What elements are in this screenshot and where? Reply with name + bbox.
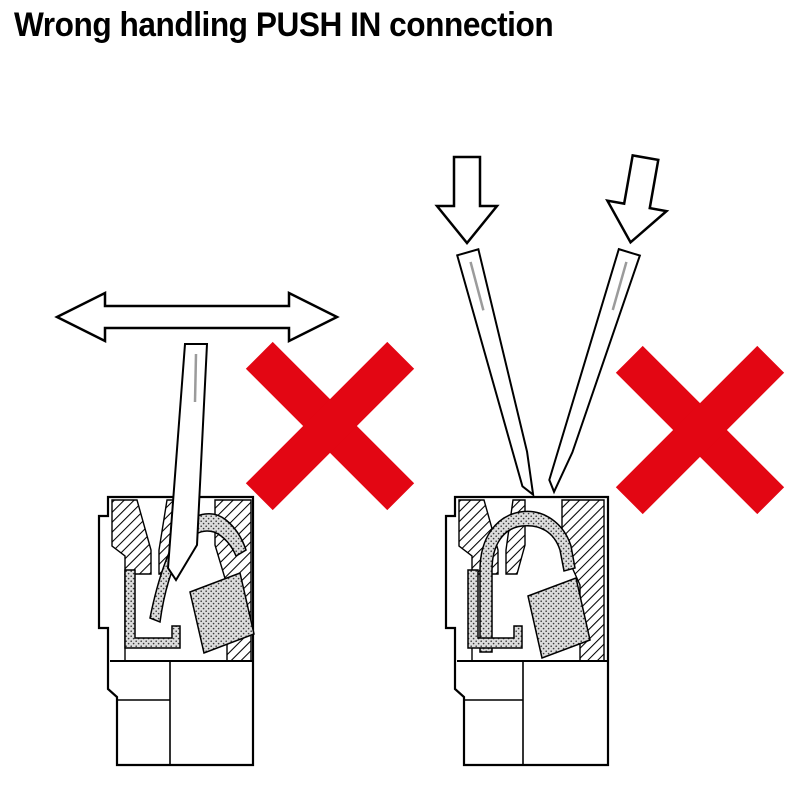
horizontal-double-arrow-icon (54, 290, 340, 344)
screwdriver-blade-mark (469, 261, 485, 311)
connector-cross-section (444, 495, 610, 767)
housing-hatch-left (111, 499, 152, 575)
screwdriver-blade-mark (611, 261, 628, 311)
busbar (467, 569, 523, 649)
page-title: Wrong handling PUSH IN connection (14, 6, 554, 44)
down-arrow-icon (605, 153, 670, 245)
clamp-piece (189, 571, 255, 655)
left-figure (54, 290, 415, 767)
red-cross-icon (245, 341, 415, 511)
red-cross-icon (615, 345, 785, 515)
connector-cross-section (97, 495, 255, 767)
screwdriver-blade (548, 247, 642, 495)
screwdriver-blade (166, 343, 209, 582)
busbar (124, 569, 181, 649)
screwdriver-icon (548, 247, 642, 495)
clamp-piece (527, 576, 591, 660)
screwdriver-icon (166, 343, 209, 582)
right-figure (434, 153, 785, 767)
screwdriver-icon (455, 248, 535, 498)
screwdriver-blade (455, 248, 535, 498)
down-arrow-icon (434, 155, 500, 245)
screwdriver-blade-mark (193, 353, 198, 403)
red-cross-bar (245, 341, 415, 511)
red-cross-bar (615, 345, 785, 515)
